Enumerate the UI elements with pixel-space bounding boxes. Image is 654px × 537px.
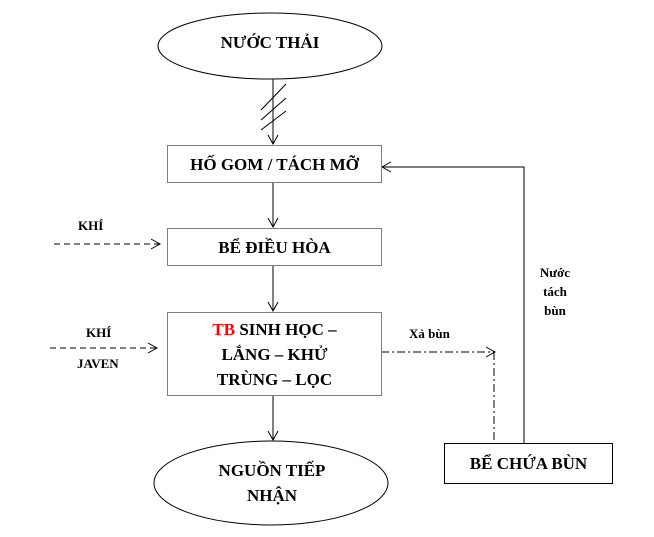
treatment-box: TB SINH HỌC – LẮNG – KHỬ TRÙNG – LỌC bbox=[167, 312, 382, 396]
separated-water-line2: tách bbox=[543, 284, 567, 299]
hash-mark bbox=[260, 110, 287, 131]
air-label-1: KHÍ bbox=[78, 218, 104, 233]
equalization-tank-label: BỂ ĐIỀU HÒA bbox=[218, 237, 331, 257]
sludge-tank-label: BỂ CHỨA BÙN bbox=[469, 454, 588, 473]
receiving-line1: NGUỒN TIẾP bbox=[218, 461, 326, 480]
sludge-tank-box: BỂ CHỨA BÙN bbox=[444, 443, 613, 484]
source-ellipse bbox=[157, 12, 383, 80]
collection-tank-label: HỐ GOM / TÁCH MỠ bbox=[190, 154, 359, 174]
source-label: NƯỚC THẢI bbox=[220, 33, 320, 52]
receiving-line2: NHẬN bbox=[246, 486, 298, 505]
separated-water-line1: Nước bbox=[539, 265, 571, 280]
receiving-label: NGUỒN TIẾP NHẬN bbox=[155, 458, 389, 508]
hash-mark bbox=[260, 97, 287, 121]
sludge-discharge-label: Xả bùn bbox=[409, 326, 450, 341]
javen-label: JAVEN bbox=[77, 356, 119, 371]
treatment-prefix: TB bbox=[212, 319, 236, 339]
treatment-line3: TRÙNG – LỌC bbox=[216, 369, 333, 389]
equalization-tank-box: BỂ ĐIỀU HÒA bbox=[167, 228, 382, 266]
separated-water-return bbox=[380, 161, 525, 443]
treatment-line2: LẮNG – KHỬ bbox=[221, 344, 328, 364]
separated-water-label: Nước tách bùn bbox=[535, 263, 575, 320]
air-label-2: KHÍ bbox=[86, 325, 112, 340]
treatment-line1: SINH HỌC – bbox=[235, 319, 337, 339]
hash-mark bbox=[260, 83, 287, 111]
collection-tank-box: HỐ GOM / TÁCH MỠ bbox=[167, 145, 382, 183]
separated-water-line3: bùn bbox=[544, 303, 566, 318]
receiving-ellipse bbox=[153, 440, 389, 526]
